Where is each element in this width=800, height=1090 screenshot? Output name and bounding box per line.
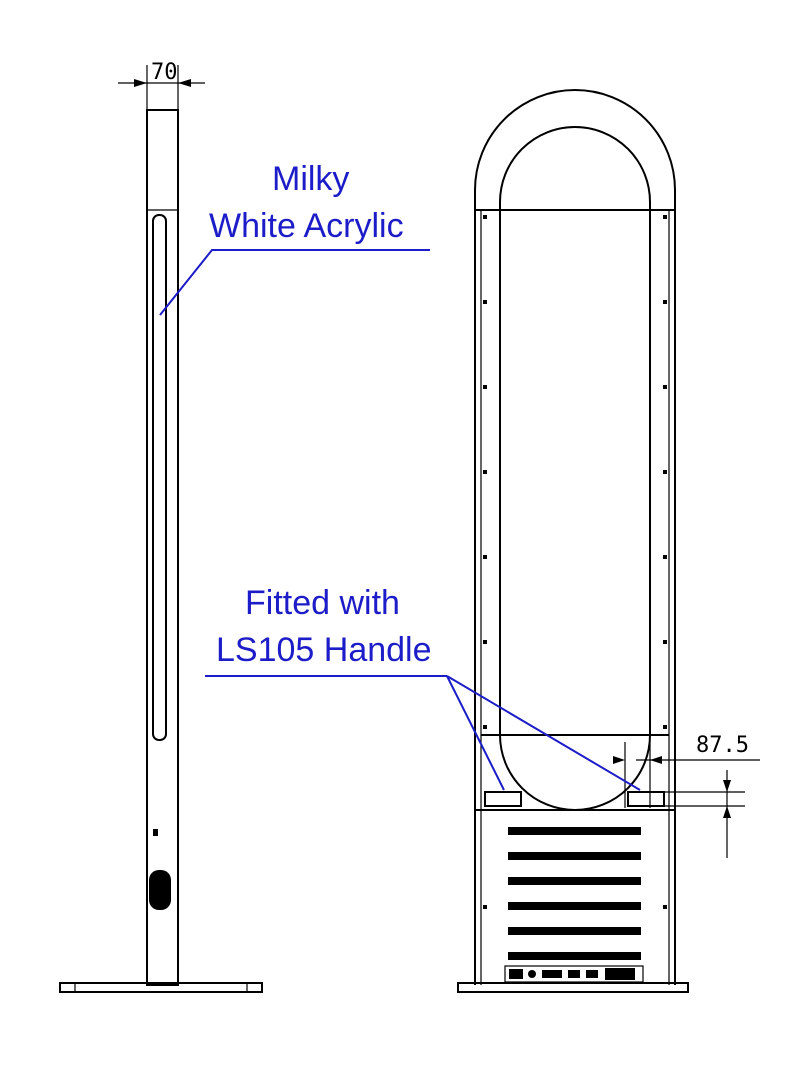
handle-right (627, 791, 665, 807)
handle-leader-right (446, 675, 641, 791)
handle-leader-left (446, 675, 505, 791)
vent-slots (508, 827, 641, 960)
inner-arch (499, 126, 651, 210)
side-base-plate (59, 982, 263, 993)
width-dimension: 70 (118, 60, 205, 110)
front-base-plate (457, 982, 689, 993)
width-dimension-text: 70 (151, 60, 178, 85)
frame-bolts (483, 215, 667, 909)
side-view: 70 (59, 60, 263, 993)
acrylic-label-line1: Milky (272, 160, 349, 198)
side-dimension-text: 87.5 (696, 733, 749, 758)
handle-left (484, 791, 522, 807)
acrylic-strip (152, 214, 167, 741)
outer-arch (474, 89, 676, 210)
side-small-mark (153, 829, 158, 836)
side-dimension: 87.5 (613, 733, 760, 858)
acrylic-leader (159, 249, 430, 316)
connector-panel (504, 965, 644, 983)
side-pillar (146, 109, 179, 986)
side-cable-port (149, 870, 171, 910)
front-view: 87.5 (457, 89, 760, 993)
annotations: Milky White Acrylic Fitted with LS105 Ha… (159, 160, 641, 791)
acrylic-label-line2: White Acrylic (209, 207, 404, 245)
handle-label-line1: Fitted with (245, 584, 400, 622)
handle-label-line2: LS105 Handle (216, 631, 432, 669)
